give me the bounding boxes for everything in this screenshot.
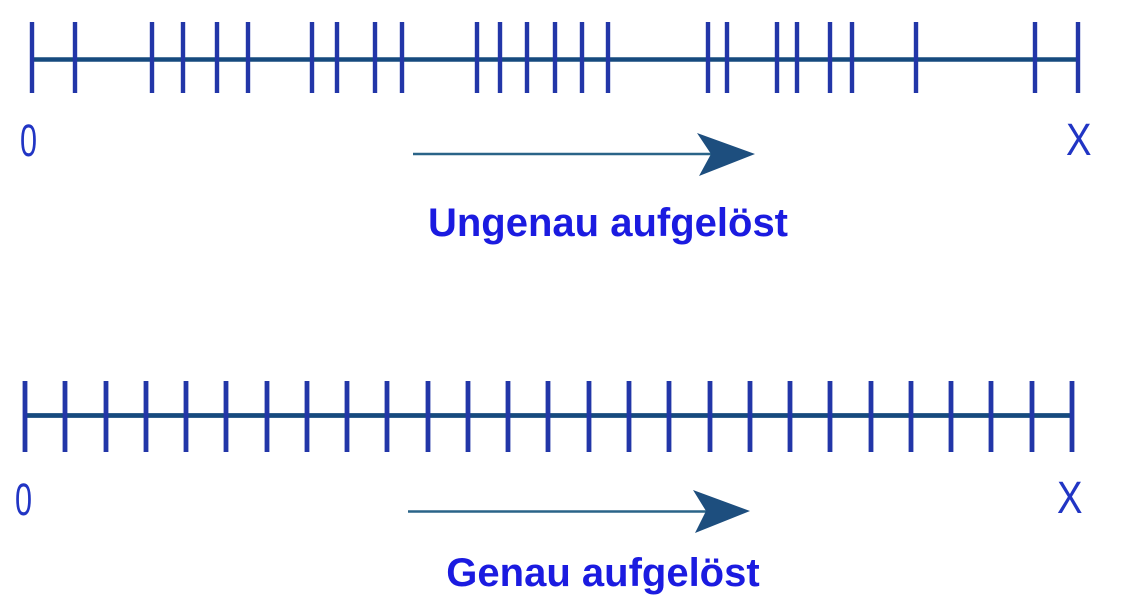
fine-end-label: X bbox=[1057, 472, 1083, 523]
coarse-origin-label: 0 bbox=[20, 115, 38, 166]
coarse-resolution-arrow-head-icon bbox=[697, 133, 755, 176]
fine-resolution-caption: Genau aufgelöst bbox=[446, 551, 760, 595]
coarse-end-label: X bbox=[1066, 114, 1092, 165]
fine-origin-label: 0 bbox=[15, 474, 33, 525]
coarse-resolution-caption: Ungenau aufgelöst bbox=[427, 201, 789, 245]
fine-resolution-arrow-head-icon bbox=[693, 490, 750, 533]
